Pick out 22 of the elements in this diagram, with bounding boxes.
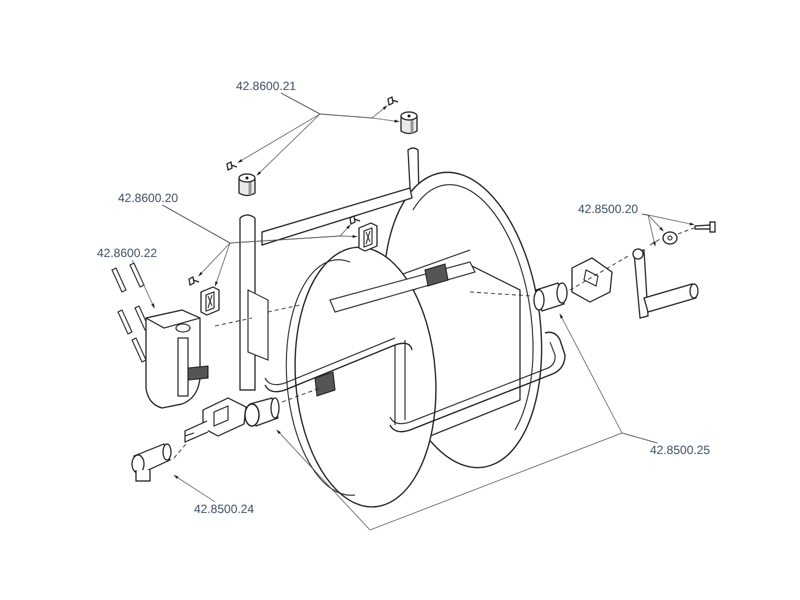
screw-drawing: [226, 161, 238, 171]
screw-drawing: [188, 276, 200, 286]
bushing-drawing: [532, 280, 570, 314]
leader-line: [276, 430, 658, 530]
clip-bracket-drawing: [199, 286, 221, 316]
part-number: 42.8600.22: [97, 246, 161, 260]
leader-line: [132, 260, 155, 308]
end-cap-drawing: [237, 172, 257, 198]
screw-drawing: [387, 96, 399, 106]
clip-bracket-drawing: [357, 222, 379, 252]
part-number: 42.8500.24: [194, 502, 258, 516]
end-cap-drawing: [399, 110, 419, 136]
bolt-drawing: [694, 221, 716, 233]
part-number: 42.8500.25: [650, 443, 714, 457]
washer-drawing: [662, 231, 678, 245]
leader-line: [174, 474, 216, 502]
screw-drawing: [349, 215, 361, 225]
part-number: 42.8500.20: [578, 202, 642, 216]
leader-line: [642, 214, 656, 246]
part-number: 42.8600.20: [118, 191, 182, 205]
part-number: 42.8600.21: [236, 79, 300, 93]
leader-line: [280, 92, 400, 122]
